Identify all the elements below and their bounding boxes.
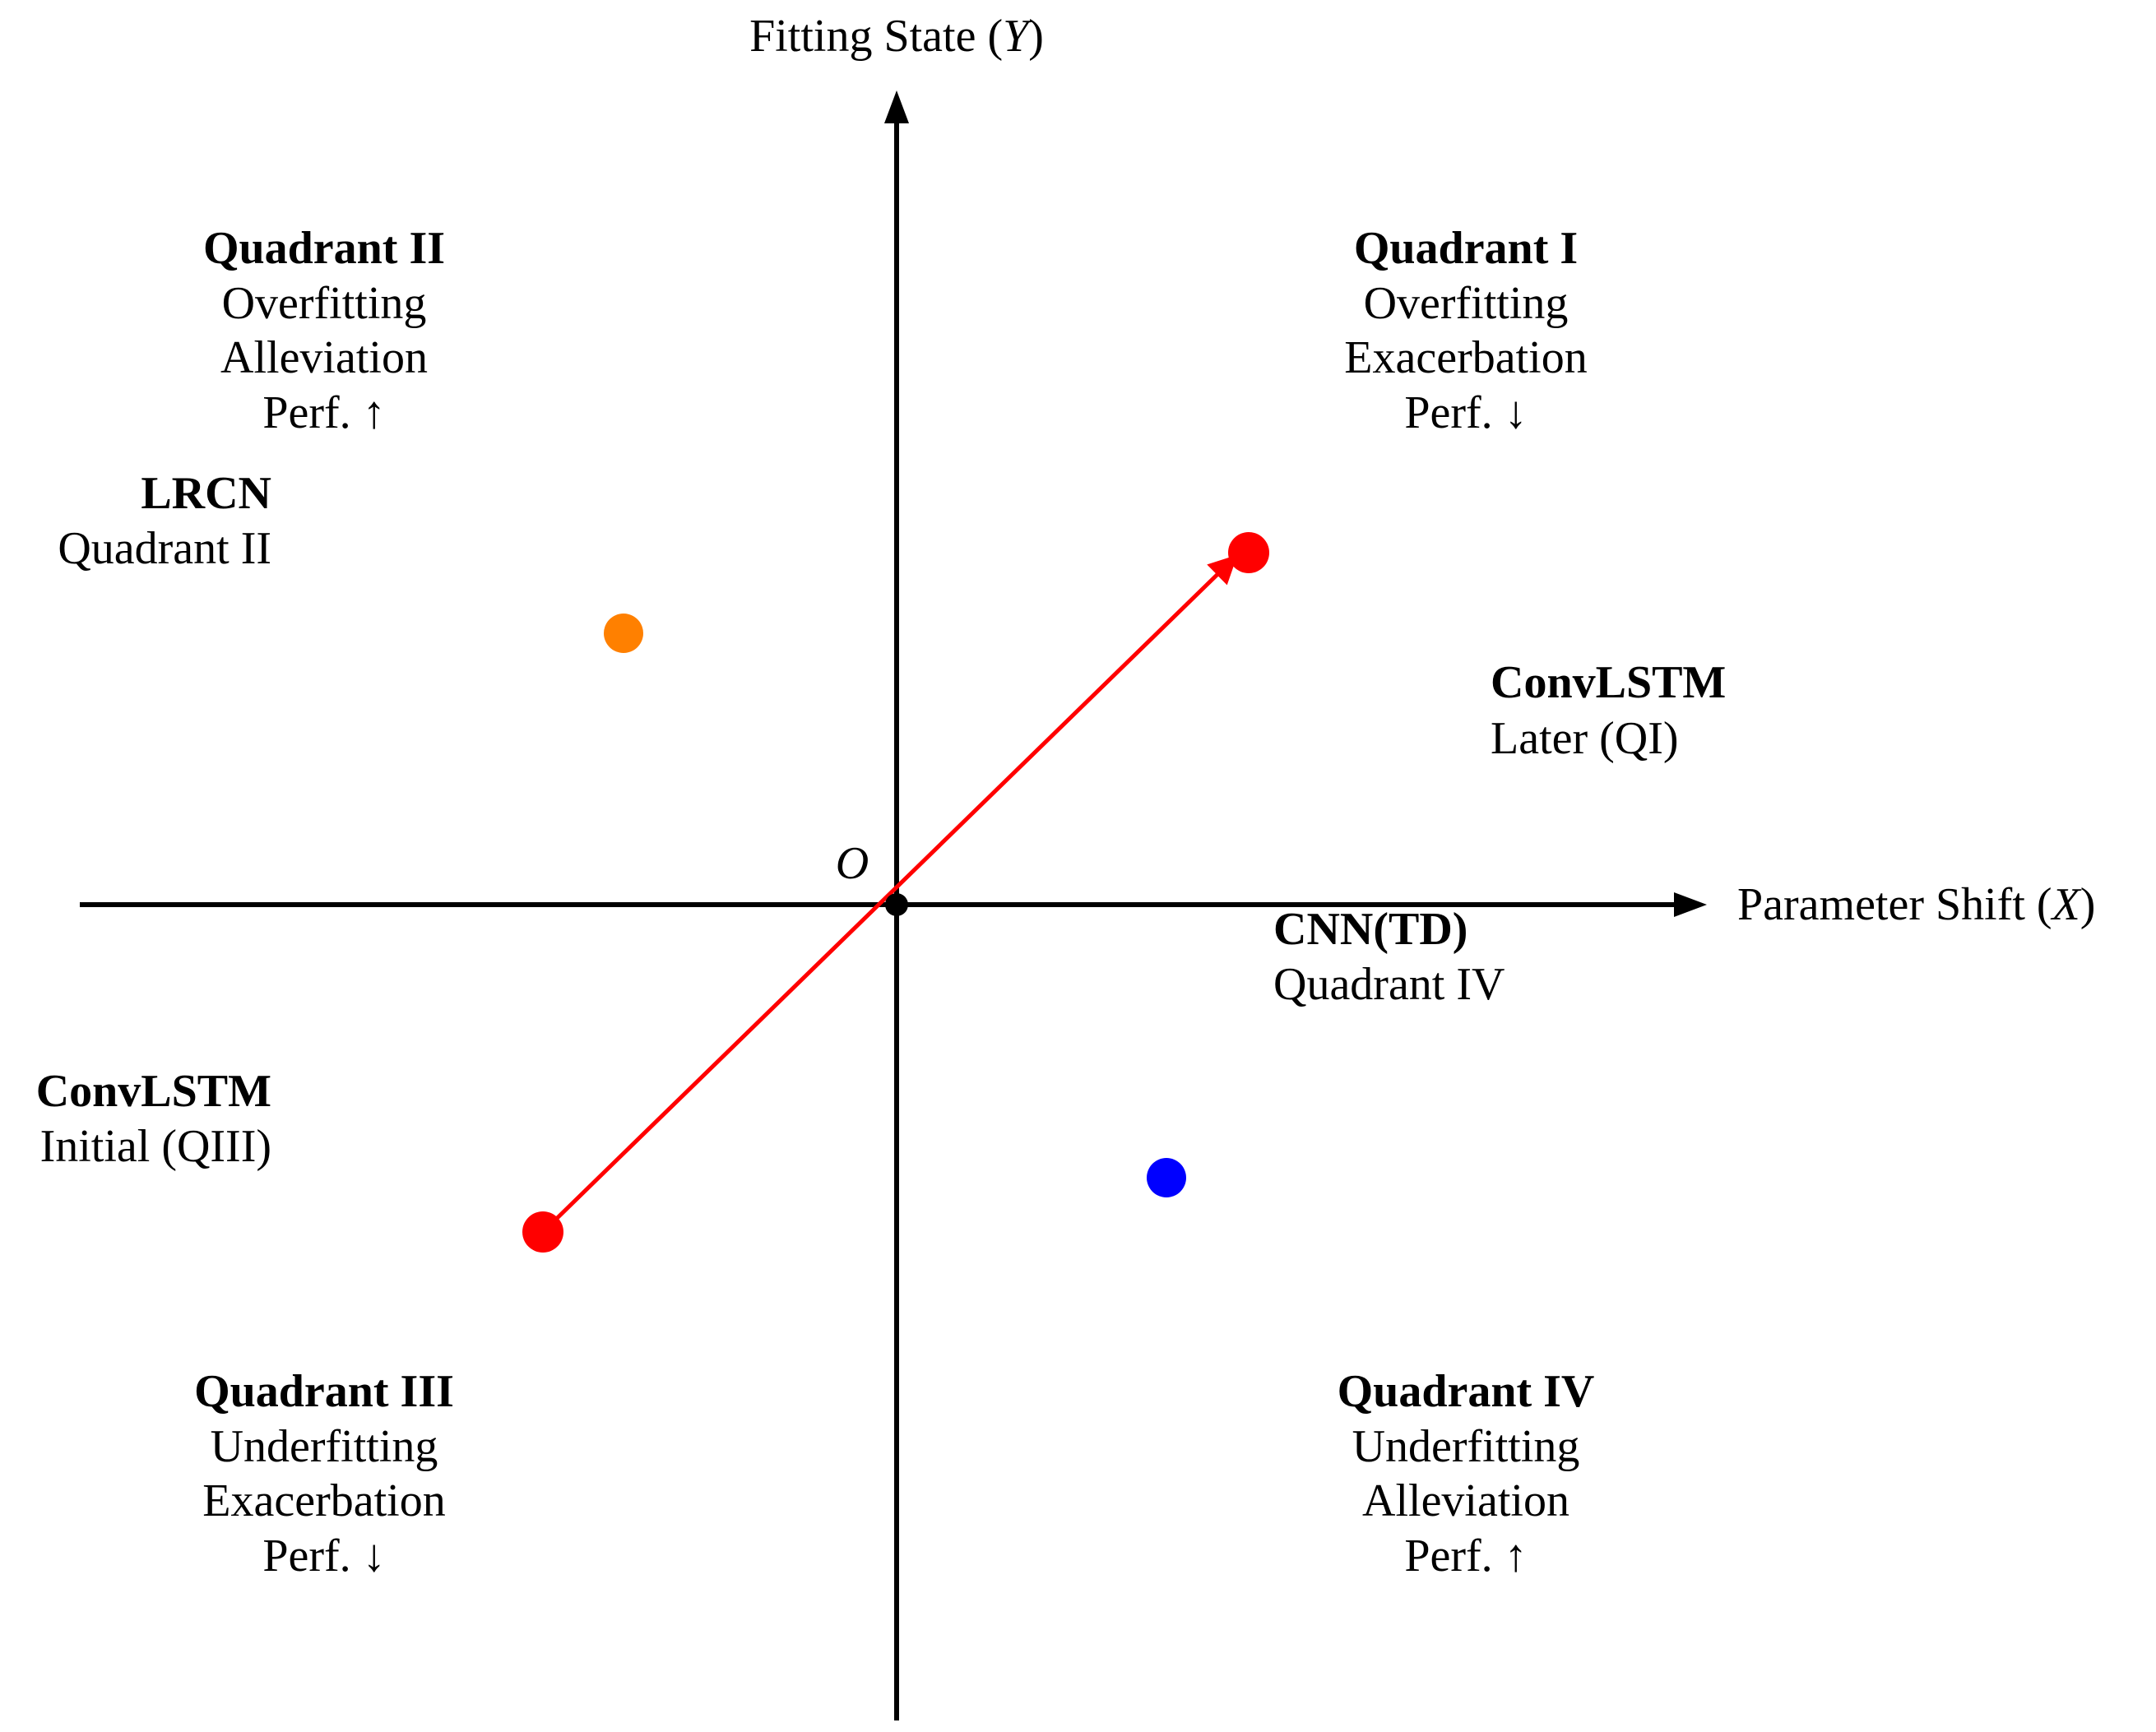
origin-point (885, 893, 908, 916)
svg-text:Alleviation: Alleviation (1362, 1475, 1569, 1526)
svg-text:Perf. ↓: Perf. ↓ (1404, 387, 1527, 438)
perf-up-arrow-icon: ↑ (1505, 1531, 1528, 1581)
svg-text:ConvLSTM: ConvLSTM (36, 1066, 271, 1117)
svg-text:Underfitting: Underfitting (1352, 1421, 1580, 1472)
convlstm-initial-point (522, 1211, 563, 1253)
svg-text:Underfitting: Underfitting (211, 1421, 438, 1472)
convlstm-trajectory-arrow (541, 554, 1238, 1234)
svg-text:Quadrant II: Quadrant II (203, 223, 445, 274)
quadrant-4-label: Quadrant IV Underfitting Alleviation Per… (1338, 1366, 1595, 1581)
svg-text:Perf. ↑: Perf. ↑ (1404, 1531, 1527, 1581)
y-axis-arrowhead (884, 90, 909, 123)
perf-down-arrow-icon: ↓ (1505, 387, 1528, 438)
cnn-td-point (1147, 1158, 1186, 1197)
convlstm-later-point (1228, 532, 1269, 573)
svg-text:Quadrant III: Quadrant III (194, 1366, 454, 1417)
svg-text:Overfitting: Overfitting (1364, 278, 1569, 329)
quadrant-3-label: Quadrant III Underfitting Exacerbation P… (194, 1366, 454, 1581)
svg-text:Later (QI): Later (QI) (1491, 713, 1679, 764)
svg-text:Perf. ↓: Perf. ↓ (262, 1531, 385, 1581)
svg-text:Alleviation: Alleviation (220, 332, 428, 383)
svg-text:ConvLSTM: ConvLSTM (1491, 657, 1726, 708)
x-axis-arrowhead (1674, 892, 1707, 917)
svg-text:Overfitting: Overfitting (222, 278, 427, 329)
convlstm-initial-annotation: ConvLSTM Initial (QIII) (36, 1066, 271, 1172)
svg-text:Perf. ↑: Perf. ↑ (262, 387, 385, 438)
origin-label: O (836, 838, 869, 889)
svg-text:Exacerbation: Exacerbation (1344, 332, 1587, 383)
convlstm-later-annotation: ConvLSTM Later (QI) (1491, 657, 1726, 764)
svg-text:Quadrant IV: Quadrant IV (1273, 959, 1505, 1010)
svg-text:Quadrant I: Quadrant I (1354, 223, 1578, 274)
lrcn-annotation: LRCN Quadrant II (58, 468, 271, 574)
svg-text:Initial (QIII): Initial (QIII) (40, 1121, 271, 1172)
svg-text:LRCN: LRCN (141, 468, 271, 519)
lrcn-point (604, 614, 643, 653)
x-axis-label: Parameter Shift (X) (1737, 879, 2095, 930)
perf-up-arrow-icon: ↑ (363, 387, 386, 438)
svg-text:Quadrant IV: Quadrant IV (1338, 1366, 1595, 1417)
perf-down-arrow-icon: ↓ (363, 1531, 386, 1581)
y-axis-label: Fitting State (Y) (749, 11, 1044, 62)
svg-text:Exacerbation: Exacerbation (202, 1475, 445, 1526)
quadrant-2-label: Quadrant II Overfitting Alleviation Perf… (203, 223, 445, 438)
cnn-td-annotation: CNN(TD) Quadrant IV (1273, 904, 1505, 1010)
svg-text:Quadrant II: Quadrant II (58, 523, 271, 574)
svg-text:CNN(TD): CNN(TD) (1273, 904, 1467, 955)
quadrant-1-label: Quadrant I Overfitting Exacerbation Perf… (1344, 223, 1587, 438)
